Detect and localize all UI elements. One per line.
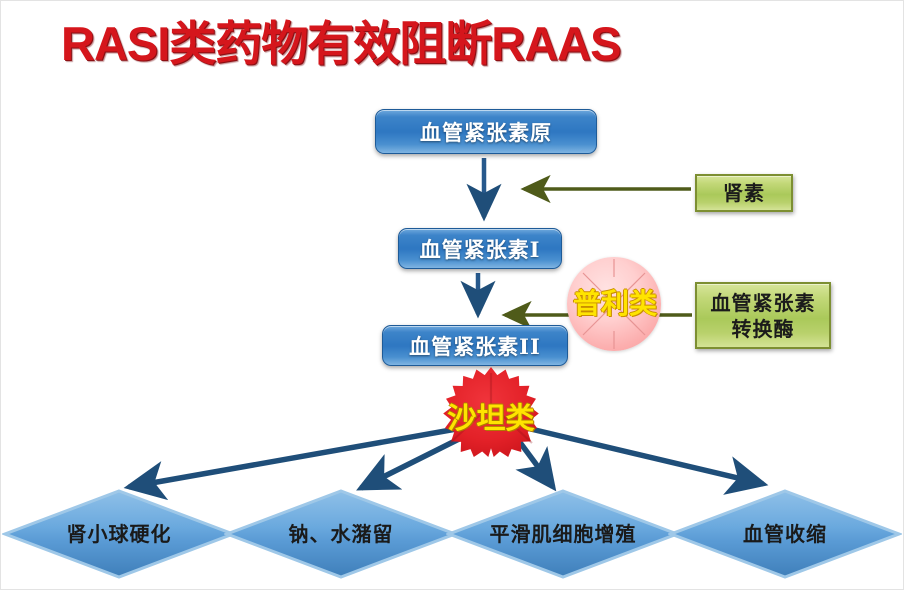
page-title: RASI类药物有效阻断RAAS xyxy=(61,17,621,70)
node-angiotensin-1[interactable]: 血管紧张素I xyxy=(398,228,562,269)
diamond-shape-1 xyxy=(224,489,458,579)
diamond-shape-3 xyxy=(668,489,902,579)
effect-diamond-0-label: 肾小球硬化 xyxy=(66,521,172,546)
effect-diamond-2[interactable]: 平滑肌细胞增殖 xyxy=(446,488,680,580)
node-angiotensin-2[interactable]: 血管紧张素II xyxy=(382,325,568,366)
arb-starburst xyxy=(443,367,539,457)
effect-diamond-0[interactable]: 肾小球硬化 xyxy=(2,488,236,580)
arb-drug-label: 沙坦类 xyxy=(447,401,535,435)
diamond-shape-2 xyxy=(446,489,680,579)
node-ace-label: 血管紧张素转换酶 xyxy=(710,290,816,341)
node-angiotensin-2-label: 血管紧张素II xyxy=(409,333,541,359)
node-angiotensin-1-label: 血管紧张素I xyxy=(419,236,541,262)
arrow-effect-3 xyxy=(513,422,769,495)
node-angiotensinogen-label: 血管紧张素原 xyxy=(420,119,552,145)
circle-slash-icon xyxy=(582,259,646,349)
node-renin-label: 肾素 xyxy=(723,181,765,205)
acei-drug-label: 普利类 xyxy=(572,287,657,320)
node-angiotensinogen[interactable]: 血管紧张素原 xyxy=(375,109,597,154)
effect-diamond-1[interactable]: 钠、水潴留 xyxy=(224,488,458,580)
diamond-shape-0 xyxy=(2,489,236,579)
node-ace[interactable]: 血管紧张素转换酶 xyxy=(695,282,831,349)
arrow-effect-0 xyxy=(123,422,480,501)
effect-diamond-3[interactable]: 血管收缩 xyxy=(668,488,902,580)
effect-diamond-1-label: 钠、水潴留 xyxy=(288,521,394,546)
acei-block-circle xyxy=(567,257,661,351)
effect-diamond-2-label: 平滑肌细胞增殖 xyxy=(489,521,637,546)
node-renin[interactable]: 肾素 xyxy=(695,174,793,212)
effect-diamond-3-label: 血管收缩 xyxy=(743,521,827,546)
